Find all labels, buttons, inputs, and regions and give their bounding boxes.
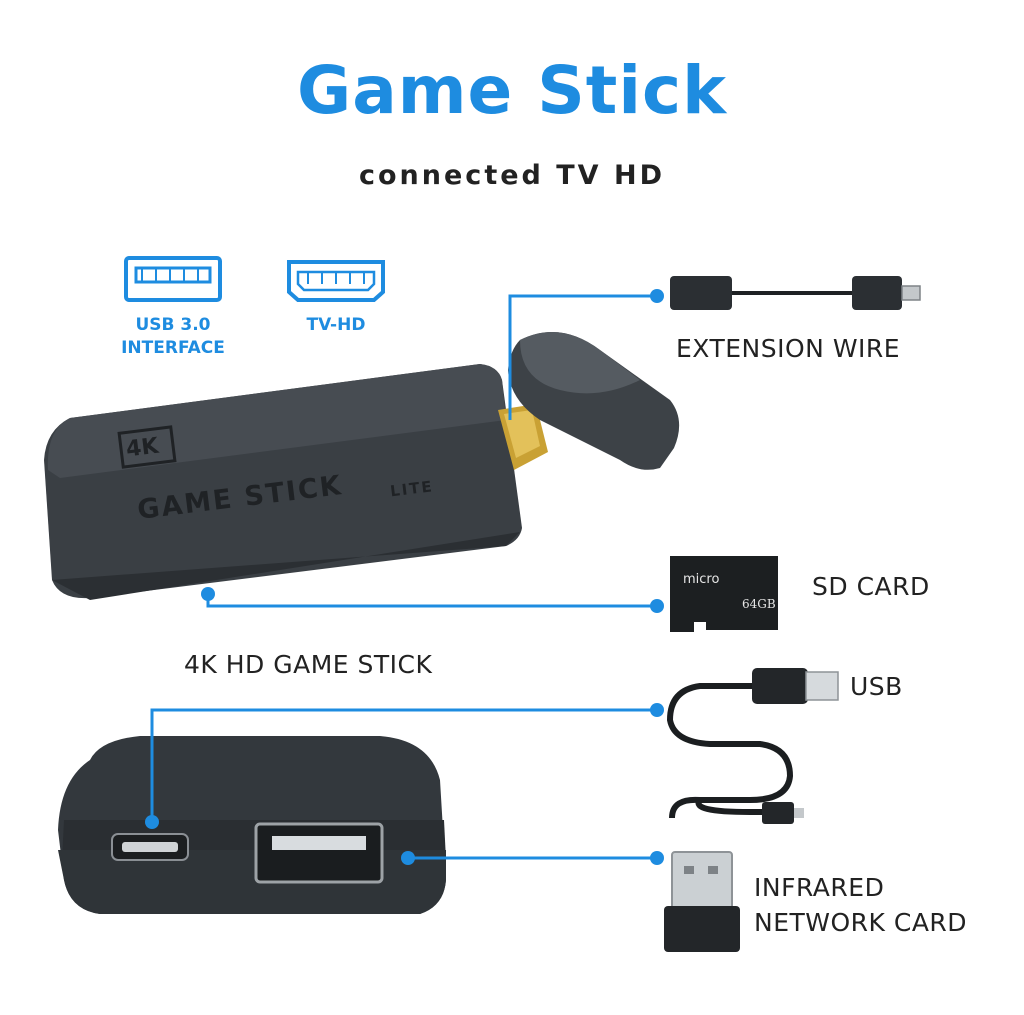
callout-lines <box>150 294 656 860</box>
callout-dots <box>145 289 664 865</box>
infrared-receiver-item <box>664 851 740 952</box>
sd-card-label: SD CARD <box>812 572 930 601</box>
usb-interface-label-line2: INTERFACE <box>121 338 225 358</box>
extension-wire-item <box>670 276 921 310</box>
usb-cable-label: USB <box>850 672 903 701</box>
infrared-network-card-label: INFRARED NETWORK CARD <box>754 870 967 940</box>
page-title: Game Stick <box>297 52 727 129</box>
usb-cable-item <box>666 668 839 824</box>
sd-card-size-text: 64GB <box>742 597 776 611</box>
page-subtitle: connected TV HD <box>359 160 665 191</box>
infrared-label-line1: INFRARED <box>754 873 885 902</box>
sd-card-micro-text: micro <box>683 572 719 587</box>
stick-4k-logo: 4K <box>125 434 161 463</box>
infrared-label-line2: NETWORK CARD <box>754 908 968 937</box>
game-stick-device <box>44 332 680 600</box>
extension-wire-label: EXTENSION WIRE <box>676 334 901 363</box>
stick-edition-text: LITE <box>389 477 434 500</box>
hdmi-port-icon <box>287 260 385 302</box>
sd-card-item <box>670 556 778 632</box>
usb-interface-label: USB 3.0 INTERFACE <box>110 314 236 360</box>
usb-port-icon <box>124 256 222 302</box>
stick-end-device <box>58 736 446 914</box>
game-stick-caption: 4K HD GAME STICK <box>184 650 433 679</box>
usb-interface-label-line1: USB 3.0 <box>135 315 211 335</box>
tv-hd-label: TV-HD <box>306 315 366 335</box>
